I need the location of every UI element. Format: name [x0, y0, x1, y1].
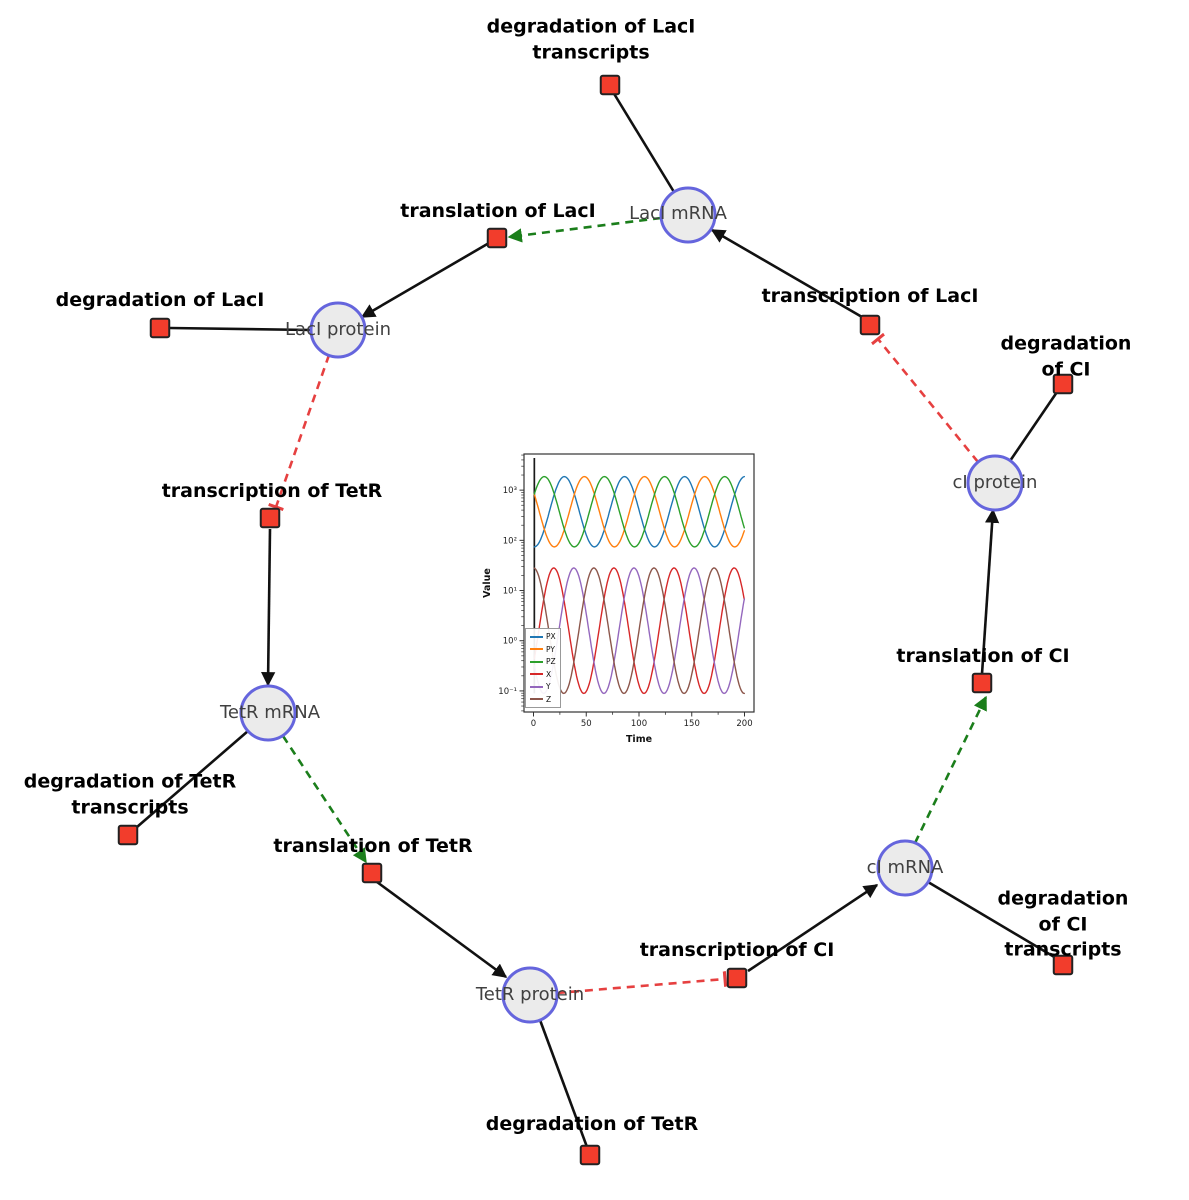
edge-translation-of-ci-to-ci-protein: [980, 508, 1000, 675]
species-label-laci-protein: LacI protein: [285, 318, 391, 340]
species-node-laci-protein[interactable]: [309, 301, 367, 359]
legend-swatch-py: [530, 648, 543, 651]
edge-laci-mrna-to-translation-of-laci: [507, 216, 662, 243]
reaction-node-translation-of-laci[interactable]: [486, 227, 508, 249]
species-label-ci-mrna: cI mRNA: [866, 856, 944, 878]
legend-swatch-pz: [530, 660, 543, 663]
series-line-pz: [533, 475, 745, 548]
y-tick-label-4: 10³: [503, 486, 517, 496]
chart-plot-area: 0 50 100 150 200 10⁻¹ 10⁰ 10¹ 10² 10³: [498, 453, 755, 729]
edge-tetr-protein-to-degradation-of-tetr: [538, 1019, 589, 1148]
reaction-label-degradation-of-ci: degradation of CI: [1000, 332, 1132, 380]
edge-tetr-protein-to-transcription-of-ci: [556, 971, 728, 995]
legend-entry-pz: PZ: [530, 656, 556, 668]
y-tick-label-0: 10⁻¹: [498, 687, 517, 697]
x-axis-label: Time: [626, 734, 652, 745]
species-label-tetr-mrna: TetR mRNA: [219, 701, 321, 723]
edge-tetr-mrna-to-translation-of-tetr: [281, 735, 368, 864]
series-line-py: [533, 475, 745, 548]
species-label-ci-protein: cI protein: [952, 471, 1038, 493]
y-tick-label-1: 10⁰: [503, 637, 518, 647]
species-node-tetr-protein[interactable]: [501, 966, 559, 1024]
reaction-node-translation-of-tetr[interactable]: [361, 862, 383, 884]
x-tick-label-3: 150: [684, 719, 700, 729]
species-node-tetr-mrna[interactable]: [239, 684, 297, 742]
reaction-node-transcription-of-ci[interactable]: [726, 967, 748, 989]
legend-entry-px: PX: [530, 631, 556, 643]
series-line-z: [533, 567, 745, 695]
edge-translation-of-tetr-to-tetr-protein: [376, 880, 508, 979]
species-label-tetr-protein: TetR protein: [475, 983, 585, 1005]
edge-laci-mrna-to-degradation-of-laci-transcripts: [611, 91, 676, 193]
reaction-node-degradation-of-laci-transcripts[interactable]: [599, 74, 621, 96]
edge-transcription-of-tetr-to-tetr-mrna: [261, 528, 276, 687]
edge-ci-protein-to-transcription-of-laci: [870, 332, 980, 463]
y-tick-label-2: 10¹: [503, 587, 517, 597]
edge-transcription-of-ci-to-ci-mrna: [747, 883, 879, 973]
reaction-node-degradation-of-laci[interactable]: [149, 317, 171, 339]
edge-ci-mrna-to-degradation-of-ci-transcripts: [927, 880, 1057, 960]
series-line-px: [533, 475, 745, 548]
reaction-label-transcription-of-tetr: transcription of TetR: [161, 480, 383, 503]
edges-layer: [136, 91, 1059, 1148]
edge-ci-mrna-to-translation-of-ci: [913, 695, 988, 844]
legend-swatch-px: [530, 635, 543, 638]
reaction-label-translation-of-laci: translation of LacI: [400, 200, 596, 223]
x-tick-label-2: 100: [631, 719, 647, 729]
reaction-label-transcription-of-ci: transcription of CI: [639, 939, 835, 962]
legend-label-y: Y: [546, 682, 551, 691]
legend-entry-py: PY: [530, 644, 556, 656]
edge-laci-protein-to-degradation-of-laci: [169, 326, 312, 332]
x-tick-label-0: 0: [531, 719, 536, 729]
edge-tetr-mrna-to-degradation-of-tetr-transcripts: [136, 730, 249, 828]
x-tick-label-4: 200: [736, 719, 752, 729]
edge-transcription-of-laci-to-laci-mrna: [710, 228, 863, 319]
species-node-ci-protein[interactable]: [966, 454, 1024, 512]
reaction-label-degradation-of-laci: degradation of LacI: [55, 289, 265, 312]
nodes-layer: [117, 74, 1074, 1166]
y-axis-label: Value: [482, 568, 493, 598]
legend-label-z: Z: [546, 694, 552, 704]
y-tick-label-3: 10²: [503, 536, 517, 546]
species-label-laci-mrna: LacI mRNA: [629, 202, 727, 224]
reaction-label-transcription-of-laci: transcription of LacI: [761, 285, 979, 308]
inset-plot-svg: 0 50 100 150 200 10⁻¹ 10⁰ 10¹ 10² 10³ Time Value: [482, 453, 755, 745]
edge-ci-protein-to-degradation-of-ci: [1008, 391, 1059, 462]
reaction-node-degradation-of-ci-transcripts[interactable]: [1052, 954, 1074, 976]
reaction-node-degradation-of-tetr-transcripts[interactable]: [117, 824, 139, 846]
x-tick-label-1: 50: [581, 719, 592, 729]
reaction-node-degradation-of-ci[interactable]: [1052, 373, 1074, 395]
reaction-label-translation-of-tetr: translation of TetR: [273, 835, 473, 858]
series-line-y: [533, 567, 745, 695]
legend-swatch-x: [530, 673, 543, 676]
legend-label-py: PY: [546, 644, 555, 654]
reaction-label-translation-of-ci: translation of CI: [896, 645, 1070, 668]
edge-translation-of-laci-to-laci-protein: [360, 241, 490, 319]
legend-label-pz: PZ: [546, 657, 556, 666]
legend-entry-x: X: [530, 669, 556, 681]
reaction-node-transcription-of-tetr[interactable]: [259, 507, 281, 529]
legend-entry-z: Z: [530, 694, 556, 706]
reaction-label-degradation-of-laci-transcripts: degradation of LacI transcripts: [486, 15, 696, 63]
reaction-node-transcription-of-laci[interactable]: [859, 314, 881, 336]
series-line-x: [533, 567, 745, 695]
reaction-node-degradation-of-tetr[interactable]: [579, 1144, 601, 1166]
legend-entry-y: Y: [530, 681, 556, 693]
species-node-ci-mrna[interactable]: [876, 839, 934, 897]
legend-label-x: X: [546, 669, 552, 679]
legend-swatch-z: [530, 698, 543, 701]
reaction-label-degradation-of-tetr: degradation of TetR: [485, 1113, 699, 1136]
species-node-laci-mrna[interactable]: [659, 186, 717, 244]
legend-swatch-y: [530, 685, 543, 688]
reaction-label-degradation-of-ci-transcripts: degradation of CI transcripts: [997, 887, 1129, 961]
reaction-label-degradation-of-tetr-transcripts: degradation of TetR transcripts: [23, 770, 237, 818]
legend-label-px: PX: [546, 632, 556, 641]
reaction-node-translation-of-ci[interactable]: [971, 672, 993, 694]
